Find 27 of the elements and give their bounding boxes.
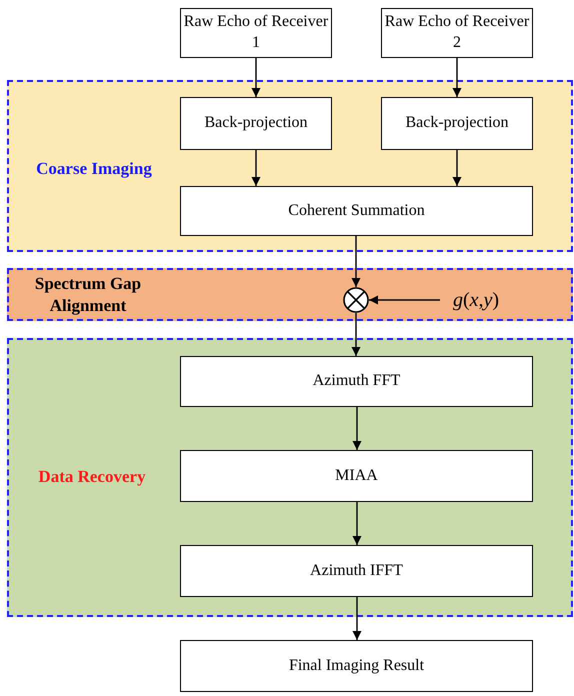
process-box: Raw Echo of Receiver 2 <box>381 8 533 58</box>
dashed-region <box>7 338 573 617</box>
arrow <box>352 597 362 640</box>
dashed-region <box>7 268 573 321</box>
arrow <box>252 150 260 186</box>
arrow <box>352 313 360 356</box>
region-label: Data Recovery <box>37 466 147 488</box>
process-box: Raw Echo of Receiver 1 <box>180 8 332 58</box>
multiplier-symbol <box>343 287 369 313</box>
process-box: Final Imaging Result <box>180 640 533 692</box>
region-label: Spectrum Gap Alignment <box>34 273 142 318</box>
process-box: Coherent Summation <box>180 186 533 236</box>
arrow <box>352 407 362 450</box>
arrow <box>252 58 260 97</box>
arrow <box>452 58 462 97</box>
dashed-region <box>7 80 573 252</box>
region-label: Coarse Imaging <box>35 158 153 180</box>
process-box: Azimuth IFFT <box>180 545 533 597</box>
arrow <box>352 502 362 545</box>
arrow <box>452 150 462 186</box>
function-label: g(x,y) <box>440 286 512 314</box>
arrow <box>352 236 360 287</box>
process-box: Azimuth FFT <box>180 356 533 407</box>
process-box: MIAA <box>180 450 533 502</box>
arrow <box>369 296 440 304</box>
process-box: Back-projection <box>381 97 533 150</box>
process-box: Back-projection <box>180 97 332 150</box>
